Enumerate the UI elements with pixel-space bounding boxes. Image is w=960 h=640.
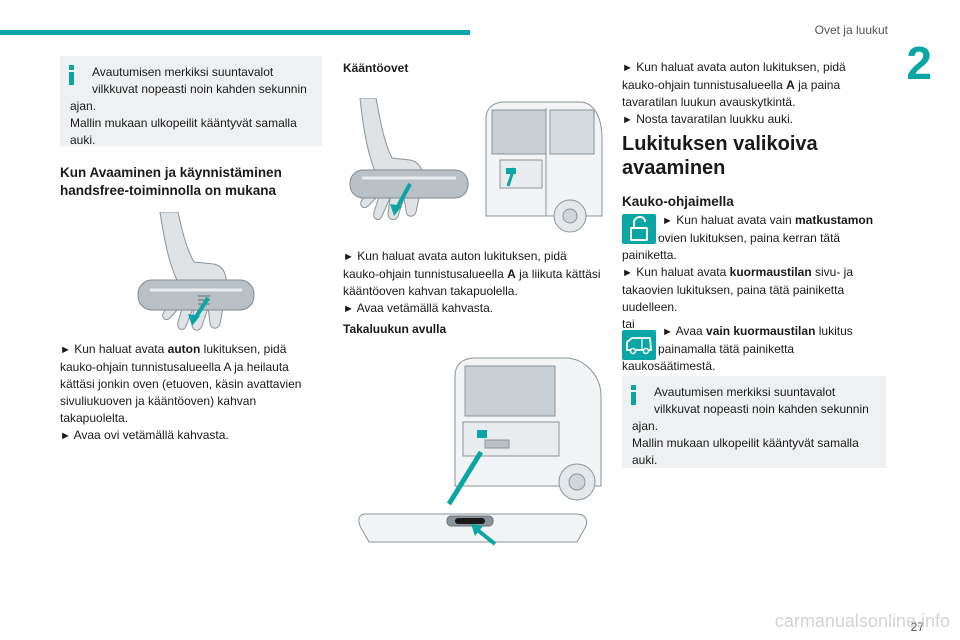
bullet-arrow-icon: ► [343,251,354,263]
info-icon [68,65,76,85]
unlock-padlock-key-icon [622,214,656,244]
bullet-arrow-icon: ► [60,344,71,356]
instruction-matkustamo: ► Kun haluat avata vain matkustamon ovie… [622,213,874,331]
rear-doors-illustration [349,98,603,233]
van-cargo-key-icon [622,330,656,360]
chapter-number: 2 [906,37,932,89]
section-heading-kaantoovet: Kääntöovet [343,61,409,75]
header-accent-rule [0,30,470,35]
bullet-arrow-icon: ► [622,267,633,279]
bullet-arrow-icon: ► [662,215,673,227]
instruction-kuormaustila: ► Avaa vain kuormaustilan lukitus painam… [622,324,853,373]
section-heading-kauko-ohjain: Kauko-ohjaimella [622,194,734,209]
instruction-takaluukku: ► Kun haluat avata auton lukituksen, pid… [622,60,846,126]
watermark: carmanualsonline.info [774,611,950,631]
info-icon [630,385,638,405]
info-text: Avautumisen merkiksi suuntavalot vilkkuv… [654,385,869,416]
info-text: Avautumisen merkiksi suuntavalot vilkkuv… [92,65,307,96]
bullet-arrow-icon: ► [622,62,633,74]
section-heading-valikoiva: Lukituksen valikoiva avaaminen [622,133,818,179]
section-heading-handsfree: Kun Avaaminen ja käynnistäminen handsfre… [60,165,282,198]
bullet-arrow-icon: ► [343,303,354,315]
hand-swipe-handle-illustration [137,212,255,331]
tailgate-switch-illustration [358,357,602,546]
bullet-arrow-icon: ► [60,430,71,442]
section-heading-takaluukku: Takaluukun avulla [343,322,447,336]
info-note-left: Avautumisen merkiksi suuntavalot vilkkuv… [60,56,322,147]
page-number: 27 [910,620,924,634]
instruction-kaantoovet: ► Kun haluat avata auton lukituksen, pid… [343,249,601,315]
bullet-arrow-icon: ► [622,114,633,126]
instruction-auton: ► Kun haluat avata auton lukituksen, pid… [60,342,302,442]
running-title: Ovet ja luukut [814,23,888,37]
info-note-right: Avautumisen merkiksi suuntavalot vilkkuv… [622,376,886,468]
bullet-arrow-icon: ► [662,326,673,338]
